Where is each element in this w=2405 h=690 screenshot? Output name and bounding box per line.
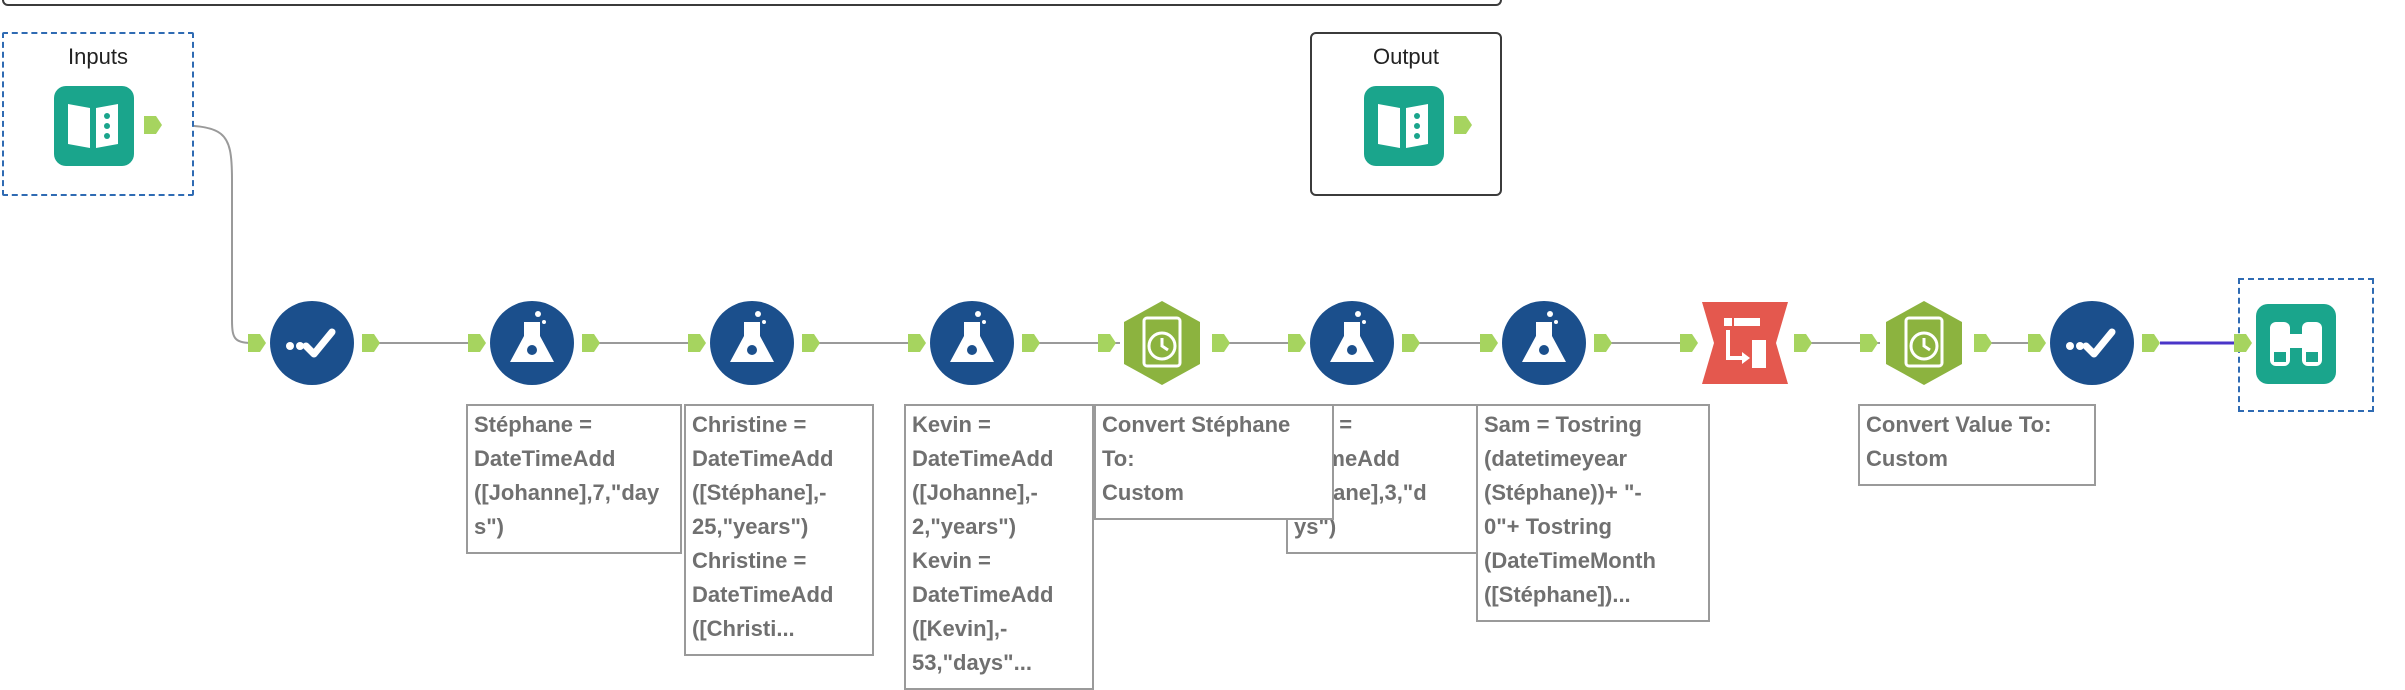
output-anchor [1794, 334, 1812, 352]
output-anchor [1594, 334, 1612, 352]
output-anchor [1974, 334, 1992, 352]
input-anchor [1288, 334, 1306, 352]
datetime-tool-1[interactable] [1096, 300, 1232, 386]
input-anchor [1680, 334, 1698, 352]
transpose-tool[interactable] [1678, 300, 1814, 386]
table-arrow-icon [1702, 302, 1788, 384]
wire-input-to-select [162, 124, 256, 344]
input-data-tool[interactable] [52, 82, 164, 168]
output-anchor [362, 334, 380, 352]
check-dots-icon [270, 301, 354, 385]
formula-tool-2[interactable] [686, 300, 822, 386]
annotation-formula-2: Christine = DateTimeAdd ([Stéphane],- 25… [684, 404, 874, 656]
datetime-tool-2[interactable] [1858, 300, 1994, 386]
browse-tool[interactable] [2232, 300, 2352, 386]
output-anchor [582, 334, 600, 352]
inputs-container-title: Inputs [68, 44, 128, 69]
input-anchor [908, 334, 926, 352]
formula-tool-1[interactable] [466, 300, 602, 386]
output-data-tool[interactable] [1362, 82, 1474, 168]
output-anchor [1022, 334, 1040, 352]
output-anchor [144, 116, 162, 134]
input-anchor [688, 334, 706, 352]
input-anchor [1860, 334, 1878, 352]
annotation-formula-3: Kevin = DateTimeAdd ([Johanne],- 2,"year… [904, 404, 1094, 690]
output-anchor [1402, 334, 1420, 352]
input-anchor [2234, 334, 2252, 352]
book-icon [1364, 86, 1444, 166]
select-tool-1[interactable] [246, 300, 382, 386]
input-anchor [1480, 334, 1498, 352]
formula-tool-3[interactable] [906, 300, 1042, 386]
formula-tool-5[interactable] [1478, 300, 1614, 386]
input-anchor [1098, 334, 1116, 352]
annotation-formula-5: Sam = Tostring (datetimeyear (Stéphane))… [1476, 404, 1710, 622]
select-tool-2[interactable] [2026, 300, 2162, 386]
output-anchor [802, 334, 820, 352]
check-dots-icon [2050, 301, 2134, 385]
input-anchor [248, 334, 266, 352]
input-anchor [2028, 334, 2046, 352]
output-anchor [2142, 334, 2160, 352]
top-container-edge[interactable] [2, 0, 1502, 6]
annotation-datetime-1: Convert Stéphane To: Custom [1094, 404, 1334, 520]
annotation-formula-1: Stéphane = DateTimeAdd ([Johanne],7,"day… [466, 404, 682, 554]
formula-tool-4[interactable] [1286, 300, 1422, 386]
book-icon [54, 86, 134, 166]
output-anchor [1454, 116, 1472, 134]
output-anchor [1212, 334, 1230, 352]
output-container-title: Output [1372, 44, 1440, 69]
input-anchor [468, 334, 486, 352]
annotation-datetime-2: Convert Value To: Custom [1858, 404, 2096, 486]
